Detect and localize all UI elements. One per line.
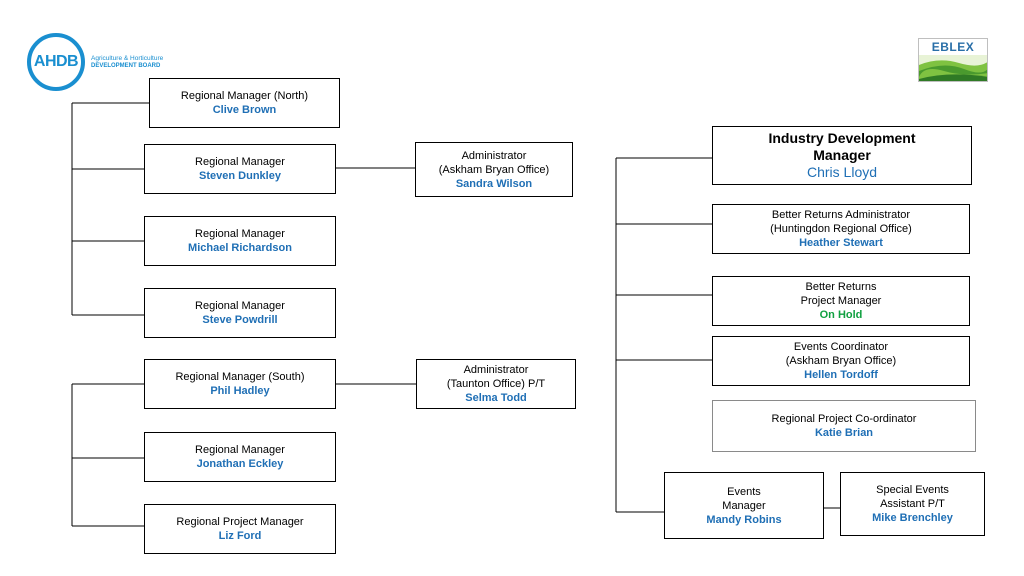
org-box-name: Selma Todd [465, 392, 527, 404]
org-box-name: Clive Brown [212, 104, 277, 116]
org-box-role: Special Events Assistant P/T [876, 484, 949, 510]
org-box-role: Regional Manager [195, 228, 285, 240]
org-box-role: Better Returns Project Manager [800, 281, 882, 307]
org-box-industry-development-manager: Industry Development Manager Chris Lloyd [712, 126, 972, 185]
ahdb-logo-line2: DEVELOPMENT BOARD [91, 63, 161, 69]
org-box-regional-project-coordinator: Regional Project Co-ordinator Katie Bria… [712, 400, 976, 452]
org-box-role: Regional Manager [195, 300, 285, 312]
org-box-better-returns-administrator: Better Returns Administrator (Huntingdon… [712, 204, 970, 254]
eblex-logo-word: EBLEX [931, 40, 975, 54]
org-box-role: Administrator (Askham Bryan Office) [438, 149, 550, 176]
org-box-name: Michael Richardson [188, 242, 292, 254]
org-box-name: Mike Brenchley [872, 512, 953, 524]
org-box-regional-manager-powdrill: Regional Manager Steve Powdrill [144, 288, 336, 338]
org-box-events-coordinator: Events Coordinator (Askham Bryan Office)… [712, 336, 970, 386]
org-box-role: Regional Project Co-ordinator [771, 413, 917, 425]
org-box-name: Katie Brian [814, 427, 874, 439]
org-box-regional-manager-eckley: Regional Manager Jonathan Eckley [144, 432, 336, 482]
org-box-regional-manager-south: Regional Manager (South) Phil Hadley [144, 359, 336, 409]
org-box-role: Industry Development Manager [768, 130, 916, 163]
org-box-status: On Hold [819, 309, 863, 321]
org-box-role: Regional Manager (North) [180, 90, 309, 102]
org-box-role: Regional Manager (South) [175, 371, 305, 383]
org-box-special-events-assistant: Special Events Assistant P/T Mike Brench… [840, 472, 985, 536]
org-box-role: Events Coordinator (Askham Bryan Office) [785, 341, 897, 367]
org-box-name: Phil Hadley [210, 385, 270, 397]
eblex-logo: EBLEX [918, 38, 988, 82]
org-box-events-manager: Events Manager Mandy Robins [664, 472, 824, 539]
org-box-name: Heather Stewart [799, 237, 883, 249]
org-box-role: Regional Manager [195, 156, 285, 168]
ahdb-logo: AHDB Agriculture & Horticulture DEVELOPM… [27, 33, 187, 95]
org-box-name: Steven Dunkley [199, 170, 281, 182]
org-box-role: Better Returns Administrator (Huntingdon… [770, 209, 912, 235]
ahdb-logo-line1: Agriculture & Horticulture [91, 55, 164, 62]
org-box-role: Regional Project Manager [176, 516, 304, 528]
org-box-name: Sandra Wilson [455, 177, 533, 190]
org-box-name: Jonathan Eckley [196, 458, 284, 470]
org-box-name: Hellen Tordoff [804, 369, 878, 381]
org-box-role: Regional Manager [195, 444, 285, 456]
org-box-better-returns-project-manager: Better Returns Project Manager On Hold [712, 276, 970, 326]
org-box-regional-manager-dunkley: Regional Manager Steven Dunkley [144, 144, 336, 194]
org-box-name: Mandy Robins [706, 513, 782, 526]
org-box-role: Events Manager [722, 485, 766, 512]
org-box-regional-manager-north: Regional Manager (North) Clive Brown [149, 78, 340, 128]
ahdb-logo-word: AHDB [33, 53, 79, 70]
eblex-landscape-icon [919, 55, 987, 81]
org-box-regional-project-manager: Regional Project Manager Liz Ford [144, 504, 336, 554]
org-box-name: Chris Lloyd [806, 164, 878, 180]
org-box-administrator-taunton: Administrator (Taunton Office) P/T Selma… [416, 359, 576, 409]
org-box-role: Administrator (Taunton Office) P/T [446, 364, 546, 390]
org-box-regional-manager-richardson: Regional Manager Michael Richardson [144, 216, 336, 266]
ahdb-logo-ring: AHDB [27, 33, 85, 91]
org-box-name: Steve Powdrill [202, 314, 278, 326]
org-box-administrator-askham: Administrator (Askham Bryan Office) Sand… [415, 142, 573, 197]
org-box-name: Liz Ford [218, 530, 262, 542]
